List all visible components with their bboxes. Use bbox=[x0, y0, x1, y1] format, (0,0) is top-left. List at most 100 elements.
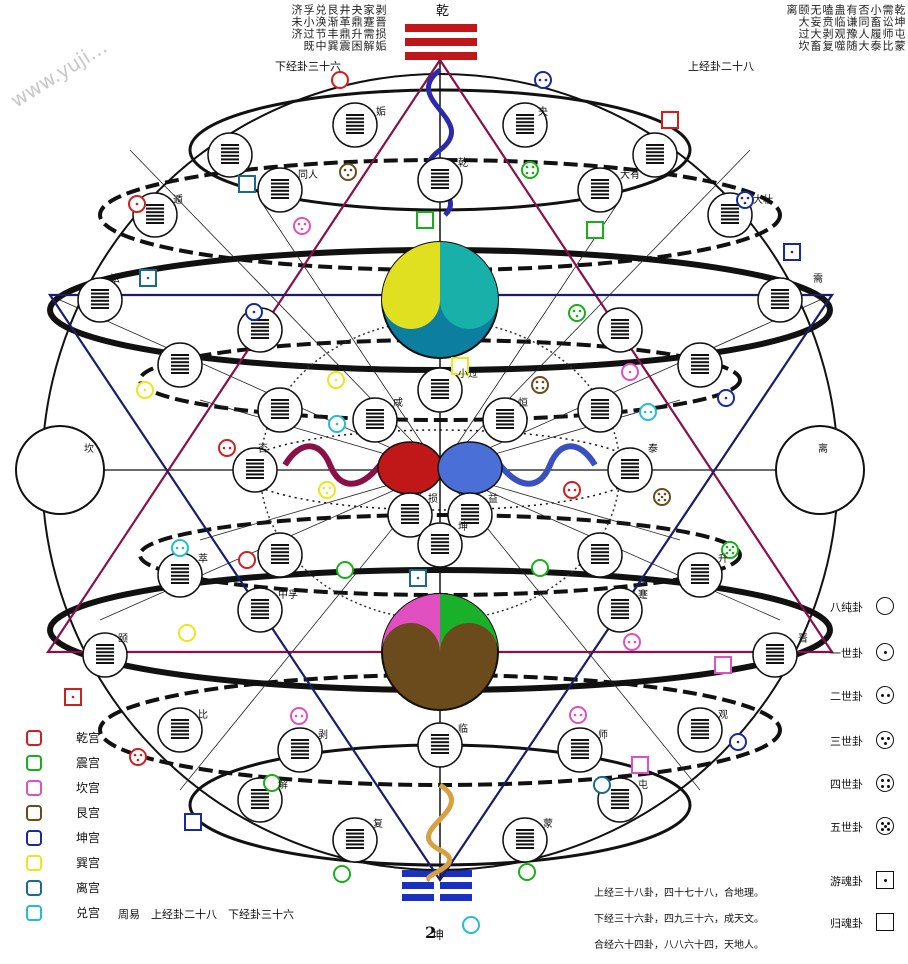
generation-dot bbox=[731, 551, 735, 555]
hexagram-line bbox=[691, 372, 709, 374]
hexagram-line bbox=[431, 548, 449, 551]
generation-marker bbox=[333, 865, 351, 883]
hexagram-line bbox=[221, 162, 239, 164]
hexagram-line bbox=[516, 132, 534, 134]
generation-dot bbox=[71, 695, 75, 699]
top-right-hexagram-list: 乾坤屯蒙需讼师比小畜履泰否同人大有谦豫随蛊临观噬嗑贲剥复无妄大畜颐大过坎离 bbox=[785, 4, 905, 52]
hexagram-line bbox=[571, 753, 589, 756]
hexagram-label: 姤 bbox=[376, 107, 386, 118]
generation-dot bbox=[252, 310, 256, 314]
hexagram-line bbox=[591, 554, 609, 557]
hexagram-line bbox=[246, 473, 264, 476]
hexagram-line bbox=[91, 307, 109, 309]
hexagram-line bbox=[691, 564, 709, 566]
hexagram-label: 乾 bbox=[458, 158, 468, 169]
hexagram-line bbox=[401, 514, 419, 517]
hexagram-line bbox=[271, 193, 289, 196]
generation-dot bbox=[325, 491, 329, 495]
hexagram-line bbox=[431, 183, 449, 186]
hexagram-line bbox=[766, 651, 784, 654]
circle-generation-icon bbox=[876, 817, 894, 835]
hexagram-line bbox=[221, 154, 239, 157]
hexagram-label: 同人 bbox=[298, 170, 318, 181]
hexagram-label: 蒙 bbox=[543, 819, 553, 830]
hexagram-line bbox=[251, 807, 269, 809]
hexagram-label: 否 bbox=[258, 444, 268, 455]
hexagram-line bbox=[251, 609, 269, 612]
hexagram-line bbox=[171, 567, 189, 570]
hexagram-line bbox=[291, 753, 309, 756]
bottom-trigram-label: 坤 bbox=[432, 928, 445, 942]
palace-label: 艮宫 bbox=[76, 806, 101, 820]
hexagram-line bbox=[691, 357, 709, 360]
hexagram-line bbox=[571, 746, 589, 749]
generation-dot bbox=[573, 488, 577, 492]
bottom-trigram-line-left bbox=[402, 882, 434, 889]
hexagram-line bbox=[591, 562, 609, 564]
top-taiji-yellow bbox=[382, 242, 440, 329]
top-left-caption: 下经卦三十六 bbox=[275, 60, 341, 73]
palace-swatch bbox=[26, 730, 42, 746]
hexagram-line bbox=[496, 423, 514, 426]
generation-marker bbox=[736, 191, 754, 209]
generation-dot bbox=[175, 546, 179, 550]
hexagram-line bbox=[691, 733, 709, 736]
hexagram-line bbox=[691, 567, 709, 570]
palace-label: 震宫 bbox=[76, 756, 101, 770]
hexagram-line bbox=[691, 361, 709, 364]
generation-dot bbox=[343, 168, 347, 172]
generation-label: 二世卦 bbox=[830, 690, 863, 703]
hexagram-line bbox=[461, 522, 479, 524]
hexagram-line bbox=[346, 832, 364, 835]
hexagram-line bbox=[621, 473, 639, 476]
palace-label: 巽宫 bbox=[76, 856, 101, 870]
generation-marker bbox=[416, 211, 434, 229]
hexagram-line bbox=[366, 416, 384, 419]
bottom-trigram-line-right bbox=[440, 894, 472, 901]
hexagram-line bbox=[516, 836, 534, 839]
hexagram-line bbox=[516, 124, 534, 127]
generation-marker bbox=[521, 161, 539, 179]
palace-swatch bbox=[26, 855, 42, 871]
hexagram-line bbox=[96, 658, 114, 661]
top-left-hexagram-list: 剥晋损姤家蹇需解夬鼎升困井革鼎震艮渐丰巽兑涣节中孚小过既济未济 bbox=[290, 4, 386, 52]
square-generation-icon bbox=[876, 871, 894, 889]
hexagram-line bbox=[496, 427, 514, 429]
generation-dot bbox=[628, 370, 632, 374]
generation-marker bbox=[563, 481, 581, 499]
hexagram-line bbox=[646, 154, 664, 157]
hexagram-line bbox=[591, 186, 609, 189]
hexagram-line bbox=[611, 613, 629, 616]
hexagram-line bbox=[431, 748, 449, 751]
hexagram-line bbox=[516, 829, 534, 831]
generation-dot bbox=[133, 753, 137, 757]
hexagram-label: 晋 bbox=[798, 634, 808, 645]
hexagram-line bbox=[431, 752, 449, 754]
hexagram-line bbox=[691, 719, 709, 721]
generation-dot bbox=[538, 78, 542, 82]
bottom-trigram-line-right bbox=[440, 882, 472, 889]
hexagram-line bbox=[611, 333, 629, 336]
generation-label: 游魂卦 bbox=[830, 875, 863, 888]
generation-marker bbox=[263, 774, 281, 792]
hexagram-label: 小过 bbox=[458, 369, 478, 380]
top-trigram-line bbox=[405, 24, 477, 32]
hexagram-line bbox=[591, 179, 609, 181]
generation-dot bbox=[303, 222, 307, 226]
hexagram-line bbox=[271, 189, 289, 192]
hexagram-line bbox=[516, 843, 534, 846]
center-blue-circle bbox=[437, 441, 503, 495]
hexagram-line bbox=[366, 412, 384, 415]
hexagram-line bbox=[171, 729, 189, 732]
hexagram-line bbox=[271, 558, 289, 561]
hexagram-line bbox=[591, 413, 609, 416]
generation-label: 五世卦 bbox=[830, 821, 863, 834]
hexagram-line bbox=[646, 151, 664, 154]
hexagram-line bbox=[271, 562, 289, 564]
generation-label: 三世卦 bbox=[830, 735, 863, 748]
generation-dot bbox=[544, 78, 548, 82]
hexagram-line bbox=[621, 466, 639, 469]
hexagram-line bbox=[171, 364, 189, 367]
hexagram-line bbox=[271, 409, 289, 412]
